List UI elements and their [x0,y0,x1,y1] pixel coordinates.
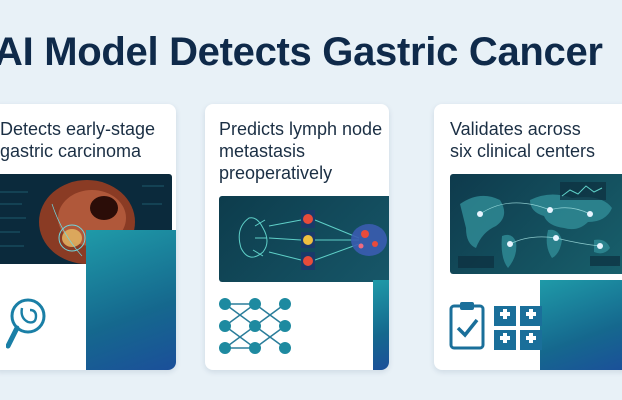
hospital-icon [492,304,544,352]
neural-network-icon [217,296,293,356]
card-caption-line: metastasis [219,141,306,161]
card-caption: Detects early-stage gastric carcinoma [0,118,168,162]
card-caption-line: gastric carcinoma [0,141,142,161]
card-caption-line: six clinical centers [450,141,596,161]
gradient-block [540,280,622,370]
lymph-node-illustration [219,196,389,282]
card-caption-line: preoperatively [219,163,333,183]
stomach-magnifier-icon [5,296,50,352]
card-caption-line: Validates across [450,119,581,139]
card-early-detection: Detects early-stage gastric carcinoma [0,104,176,370]
card-caption: Predicts lymph node metastasis preoperat… [219,118,383,184]
card-validation: Validates across six clinical centers [434,104,622,370]
card-caption-line: Predicts lymph node [219,119,383,139]
clipboard-check-icon [448,300,486,350]
card-lymph-node: Predicts lymph node metastasis preoperat… [205,104,389,370]
gradient-block [373,280,389,370]
world-map-image [450,174,622,274]
card-caption-line: Detects early-stage [0,119,156,139]
card-caption: Validates across six clinical centers [450,118,622,162]
gradient-block [86,230,176,370]
page-title: AI Model Detects Gastric Cancer [0,30,603,74]
